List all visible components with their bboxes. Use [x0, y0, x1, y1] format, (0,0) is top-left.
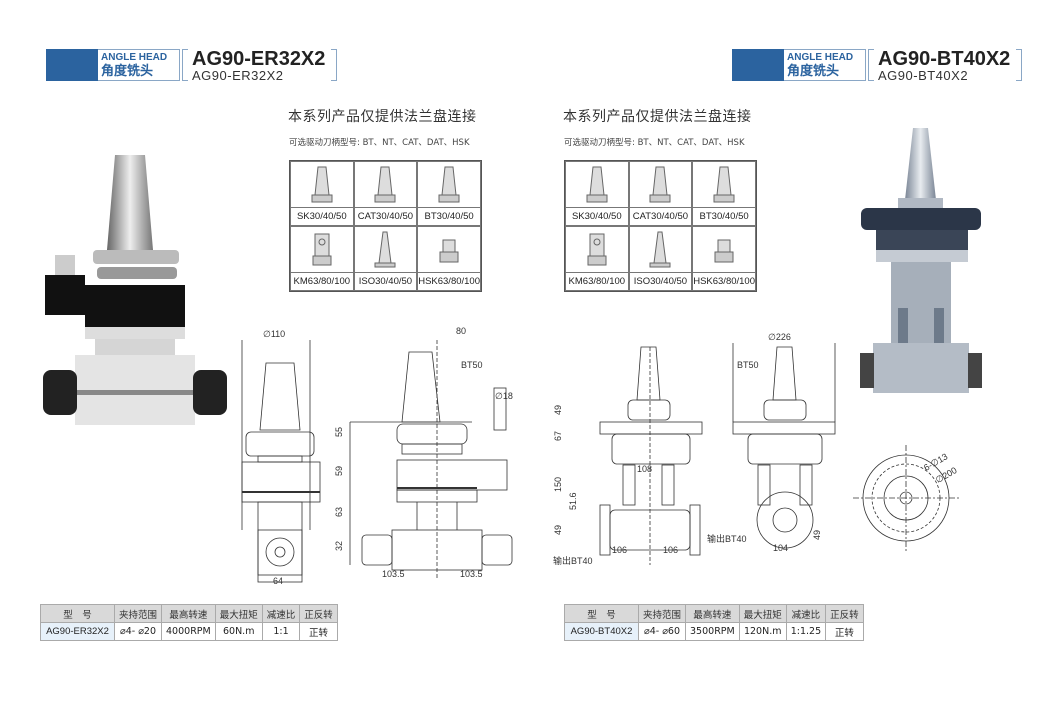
- dim-half-width: 103.5: [460, 569, 483, 579]
- shank-cell: SK30/40/50: [290, 161, 354, 226]
- left-product-photo: [43, 155, 227, 425]
- model-titles: AG90-BT40X2 AG90-BT40X2: [874, 48, 1016, 83]
- dim-height: 67: [553, 430, 563, 441]
- iso-shank-icon: [649, 231, 671, 267]
- shank-cell: BT30/40/50: [692, 161, 756, 226]
- km-shank-icon: [587, 233, 607, 265]
- dim-height: 49: [553, 404, 563, 415]
- dim-height: 63: [334, 506, 344, 517]
- shank-cell: KM63/80/100: [290, 226, 354, 291]
- dim-side-offset: 80: [456, 326, 467, 336]
- left-notice: 本系列产品仅提供法兰盘连接: [288, 109, 477, 125]
- shank-cell: ISO30/40/50: [628, 226, 693, 291]
- sk-shank-icon: [586, 166, 608, 202]
- dim-side-height: 49: [812, 529, 822, 540]
- shank-cell: ISO30/40/50: [353, 226, 418, 291]
- left-shank-grid: SK30/40/50 CAT30/40/50 BT30/40/50 KM63/8…: [289, 160, 482, 292]
- left-header: ANGLE HEAD 角度铣头 AG90-ER32X2 AG90-ER32X2: [46, 48, 338, 83]
- brand-bar: [732, 49, 784, 81]
- dim-front-width: ∅110: [263, 329, 286, 339]
- dim-height: 49: [553, 524, 563, 535]
- dim-height: 59: [334, 465, 344, 476]
- left-subnote: 可选驱动刀柄型号: BT、NT、CAT、DAT、HSK: [289, 138, 470, 148]
- table-row: AG90-BT40X2 ⌀4- ⌀60 3500RPM 120N.m 1:1.2…: [564, 622, 864, 641]
- dim-taper: BT50: [737, 360, 759, 370]
- brand-bar: [46, 49, 98, 81]
- dim-center-width: 108: [637, 464, 653, 474]
- right-product-photo: [860, 128, 982, 393]
- right-header: ANGLE HEAD 角度铣头 AG90-BT40X2 AG90-BT40X2: [732, 48, 1023, 83]
- tag-zh: 角度铣头: [787, 63, 840, 79]
- model-subtitle: AG90-ER32X2: [192, 68, 284, 83]
- dim-side-width: 104: [773, 543, 789, 553]
- model-titles: AG90-ER32X2 AG90-ER32X2: [188, 48, 331, 83]
- output-label: 输出BT40: [553, 556, 593, 566]
- output-label: 输出BT40: [707, 534, 747, 544]
- bt-shank-icon: [713, 166, 735, 202]
- table-header-row: 型 号 夹持范围 最高转速 最大扭矩 减速比 正反转: [40, 604, 338, 623]
- cat-shank-icon: [374, 166, 396, 202]
- iso-shank-icon: [374, 231, 396, 267]
- tag-zh: 角度铣头: [101, 63, 154, 79]
- bracket-left: [868, 49, 874, 81]
- right-technical-drawing: [599, 343, 959, 565]
- hsk-shank-icon: [714, 239, 734, 262]
- model-title: AG90-ER32X2: [192, 48, 326, 70]
- left-technical-drawing: [241, 340, 513, 583]
- dim-bottom-width: 64: [273, 576, 284, 586]
- dim-height: 55: [334, 426, 344, 437]
- angle-head-tag: ANGLE HEAD 角度铣头: [784, 49, 866, 81]
- table-header-row: 型 号 夹持范围 最高转速 最大扭矩 减速比 正反转: [564, 604, 864, 623]
- km-shank-icon: [312, 233, 332, 265]
- dim-stop-dia: ∅18: [495, 391, 513, 401]
- dim-half-width: 106: [663, 545, 679, 555]
- dim-height: 32: [334, 540, 344, 551]
- shank-cell: KM63/80/100: [565, 226, 629, 291]
- model-subtitle: AG90-BT40X2: [878, 68, 969, 83]
- shank-cell: HSK63/80/100: [692, 226, 756, 291]
- table-row: AG90-ER32X2 ⌀4- ⌀20 4000RPM 60N.m 1:1 正转: [40, 622, 338, 641]
- tag-en: ANGLE HEAD: [787, 51, 854, 63]
- dim-height: 51.6: [568, 492, 578, 510]
- right-spec-table: 型 号 夹持范围 最高转速 最大扭矩 减速比 正反转 AG90-BT40X2 ⌀…: [564, 604, 864, 641]
- dim-height: 150: [553, 476, 563, 492]
- sk-shank-icon: [311, 166, 333, 202]
- dim-half-width: 103.5: [382, 569, 405, 579]
- tag-en: ANGLE HEAD: [101, 51, 168, 63]
- dim-taper: BT50: [461, 360, 483, 370]
- right-notice: 本系列产品仅提供法兰盘连接: [563, 109, 752, 125]
- right-shank-grid: SK30/40/50 CAT30/40/50 BT30/40/50 KM63/8…: [564, 160, 757, 292]
- bracket-right: [331, 49, 338, 81]
- shank-cell: CAT30/40/50: [353, 161, 418, 226]
- shank-cell: CAT30/40/50: [628, 161, 693, 226]
- dim-half-width: 106: [612, 545, 628, 555]
- bracket-left: [182, 49, 188, 81]
- hsk-shank-icon: [439, 239, 459, 262]
- cat-shank-icon: [649, 166, 671, 202]
- bracket-right: [1016, 49, 1023, 81]
- left-spec-table: 型 号 夹持范围 最高转速 最大扭矩 减速比 正反转 AG90-ER32X2 ⌀…: [40, 604, 338, 641]
- shank-cell: HSK63/80/100: [417, 226, 481, 291]
- right-subnote: 可选驱动刀柄型号: BT、NT、CAT、DAT、HSK: [564, 138, 745, 148]
- bt-shank-icon: [438, 166, 460, 202]
- dim-flange-dia: ∅226: [768, 332, 791, 342]
- shank-cell: BT30/40/50: [417, 161, 481, 226]
- angle-head-tag: ANGLE HEAD 角度铣头: [98, 49, 180, 81]
- shank-cell: SK30/40/50: [565, 161, 629, 226]
- model-title: AG90-BT40X2: [878, 48, 1011, 70]
